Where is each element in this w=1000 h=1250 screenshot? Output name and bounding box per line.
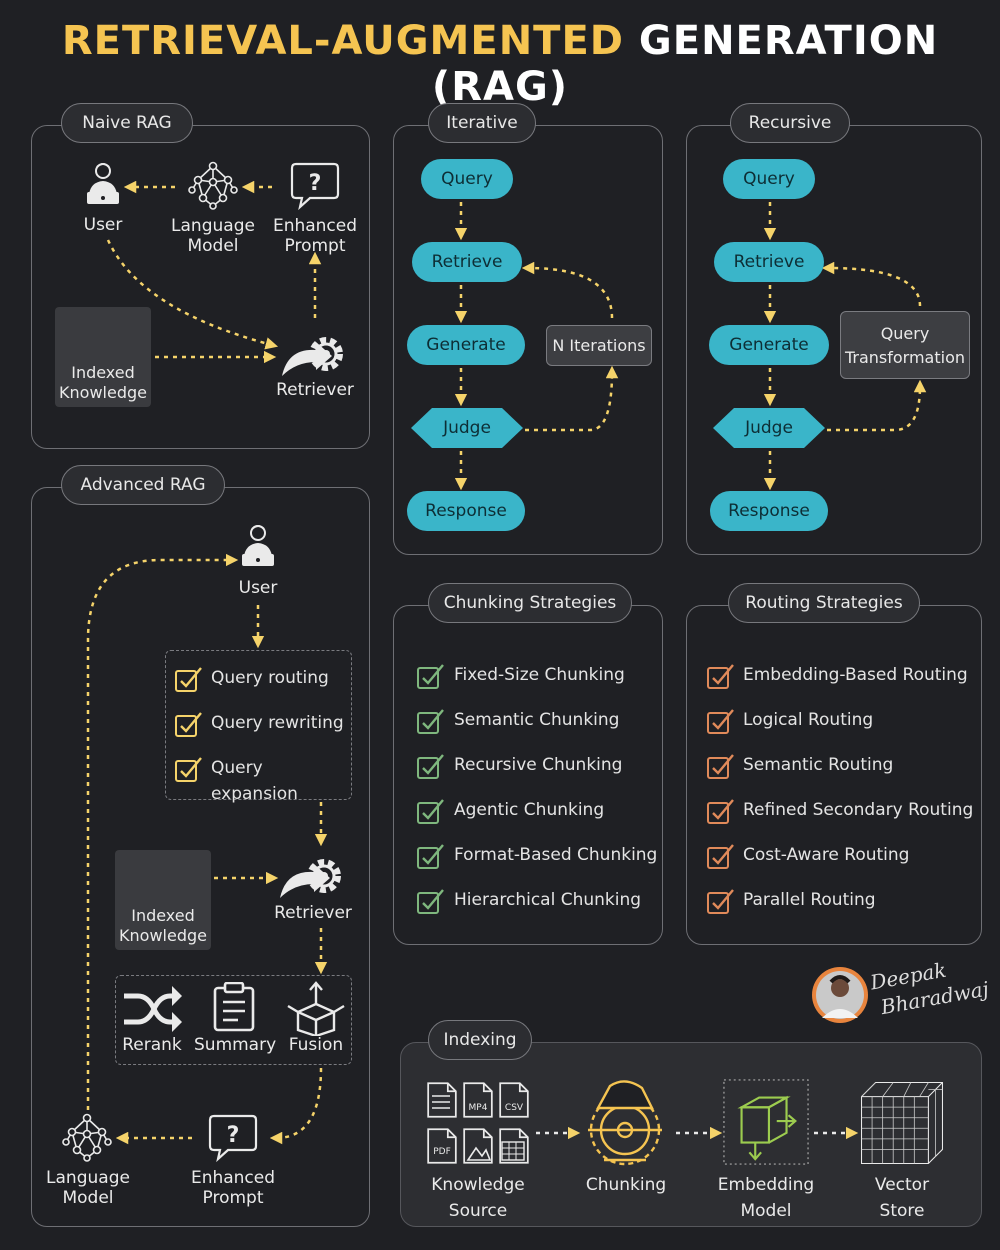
fusion-label: Fusion xyxy=(288,1035,344,1055)
iterative-response-pill[interactable]: Response xyxy=(407,491,525,531)
chunking-item[interactable]: Agentic Chunking xyxy=(454,800,605,820)
routing-item[interactable]: Embedding-Based Routing xyxy=(743,665,968,685)
advanced-user-label: User xyxy=(238,578,278,598)
iterative-generate-pill[interactable]: Generate xyxy=(407,325,525,365)
pre-retrieval-box xyxy=(165,650,352,800)
iterative-retrieve-pill[interactable]: Retrieve xyxy=(412,242,522,282)
summary-label: Summary xyxy=(194,1035,277,1055)
routing-item[interactable]: Semantic Routing xyxy=(743,755,894,775)
naive-user-label: User xyxy=(83,215,123,235)
iterative-query-pill[interactable]: Query xyxy=(421,159,513,199)
naive-rag-panel xyxy=(31,125,370,449)
routing-item[interactable]: Refined Secondary Routing xyxy=(743,800,974,820)
page-title: RETRIEVAL-AUGMENTED GENERATION (RAG) xyxy=(61,18,939,110)
advanced-retriever-label: Retriever xyxy=(274,903,352,923)
routing-item[interactable]: Cost-Aware Routing xyxy=(743,845,910,865)
pre-retrieval-item[interactable]: Query rewriting xyxy=(211,713,344,733)
recursive-generate-pill[interactable]: Generate xyxy=(709,325,829,365)
iterative-judge-label: Judge xyxy=(443,418,491,438)
chunking-item[interactable]: Recursive Chunking xyxy=(454,755,623,775)
signature: Deepak Bharadwaj xyxy=(868,957,991,1020)
file-label-mp4: MP4 xyxy=(468,1103,488,1113)
tab-recursive[interactable]: Recursive xyxy=(730,103,850,143)
file-label-pdf: PDF xyxy=(433,1147,451,1157)
recursive-response-pill[interactable]: Response xyxy=(710,491,828,531)
tab-naive-rag[interactable]: Naive RAG xyxy=(61,103,193,143)
avatar xyxy=(812,967,868,1023)
pre-retrieval-item[interactable]: Query routing xyxy=(211,668,329,688)
chunking-item[interactable]: Hierarchical Chunking xyxy=(454,890,642,910)
routing-item[interactable]: Parallel Routing xyxy=(743,890,876,910)
chunking-label: Chunking xyxy=(585,1175,667,1195)
chunking-item[interactable]: Fixed-Size Chunking xyxy=(454,665,625,685)
naive-retriever-label: Retriever xyxy=(276,380,354,400)
tab-chunking[interactable]: Chunking Strategies xyxy=(428,583,632,623)
tab-iterative[interactable]: Iterative xyxy=(428,103,536,143)
tab-indexing[interactable]: Indexing xyxy=(428,1020,532,1060)
chunking-item[interactable]: Format-Based Chunking xyxy=(454,845,658,865)
recursive-retrieve-pill[interactable]: Retrieve xyxy=(714,242,824,282)
routing-item[interactable]: Logical Routing xyxy=(743,710,874,730)
iterative-loop-box[interactable]: N Iterations xyxy=(546,325,652,366)
tab-advanced-rag[interactable]: Advanced RAG xyxy=(61,465,225,505)
chunking-item[interactable]: Semantic Chunking xyxy=(454,710,620,730)
file-label-csv: CSV xyxy=(504,1103,524,1113)
pre-retrieval-item[interactable]: Query expansion xyxy=(211,758,298,804)
recursive-query-pill[interactable]: Query xyxy=(723,159,815,199)
post-retrieval-box xyxy=(115,975,352,1065)
recursive-judge-label: Judge xyxy=(745,418,793,438)
rerank-label: Rerank xyxy=(122,1035,182,1055)
tab-routing[interactable]: Routing Strategies xyxy=(728,583,920,623)
